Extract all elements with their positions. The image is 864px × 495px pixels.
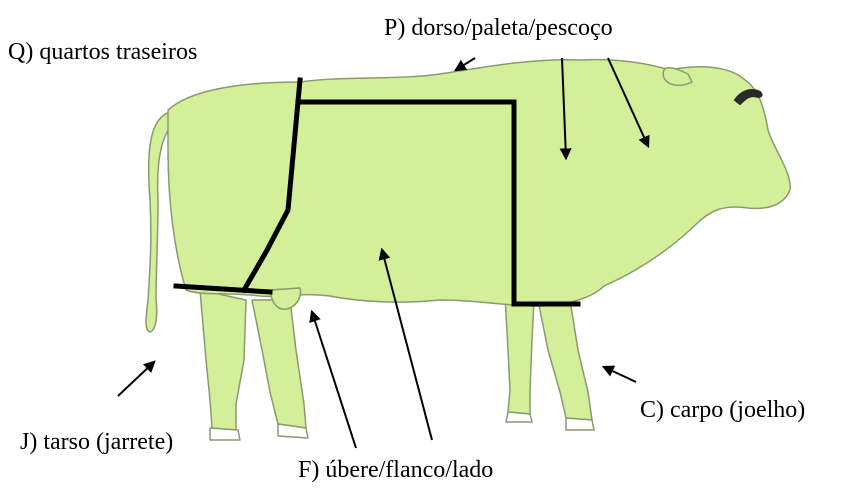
arrow-udder-1 xyxy=(312,312,356,448)
label-back: P) dorso/paleta/pescoço xyxy=(384,14,613,42)
cow-hind-leg-front xyxy=(252,300,306,428)
cow-hind-leg-rear xyxy=(200,290,246,430)
label-udder: F) úbere/flanco/lado xyxy=(298,456,493,484)
cow-silhouette xyxy=(146,60,790,440)
cow-hoof xyxy=(506,412,532,422)
arrow-carpus xyxy=(604,367,636,382)
label-carpus: C) carpo (joelho) xyxy=(640,396,805,424)
cow-front-leg-rear xyxy=(505,296,534,414)
cow-hoof xyxy=(566,418,594,430)
cow-hoof xyxy=(210,428,240,440)
arrow-tarsus xyxy=(118,362,154,396)
cow-body xyxy=(168,60,790,306)
label-tarsus: J) tarso (jarrete) xyxy=(20,428,173,456)
cow-front-leg-front xyxy=(538,300,592,420)
label-hindquarters: Q) quartos traseiros xyxy=(8,38,197,66)
